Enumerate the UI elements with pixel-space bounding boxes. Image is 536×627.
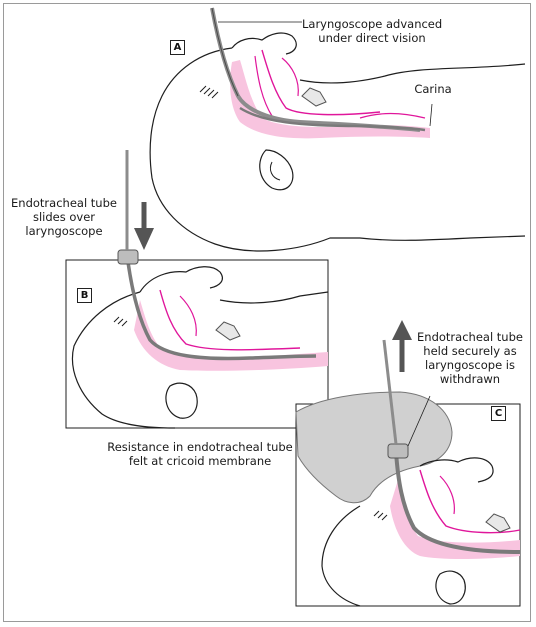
label-ett-slides-line2: slides over — [32, 210, 96, 224]
label-laryngoscope-advanced-line2: under direct vision — [318, 31, 426, 45]
label-ett-held: Endotracheal tube held securely as laryn… — [414, 330, 526, 386]
leader-ett-held — [407, 395, 431, 447]
label-resistance: Resistance in endotracheal tube felt at … — [102, 440, 298, 468]
label-ett-held-line4: withdrawn — [439, 372, 501, 386]
label-laryngoscope-advanced: Laryngoscope advanced under direct visio… — [302, 17, 442, 45]
panel-c-label: C — [491, 406, 506, 421]
label-ett-held-line3: laryngoscope is — [425, 358, 515, 372]
label-resistance-line1: Resistance in endotracheal tube — [107, 440, 293, 454]
down-arrow-icon — [134, 202, 154, 250]
panel-a-illustration — [149, 7, 526, 252]
panel-b-label: B — [77, 288, 92, 303]
label-ett-held-line2: held securely as — [423, 344, 517, 358]
label-ett-slides: Endotracheal tube slides over laryngosco… — [10, 196, 118, 238]
label-ett-held-line1: Endotracheal tube — [417, 330, 523, 344]
leader-carina — [429, 103, 433, 127]
label-resistance-line2: felt at cricoid membrane — [128, 454, 272, 468]
panel-b-illustration — [65, 150, 329, 429]
panel-c-illustration — [295, 339, 521, 607]
label-ett-slides-line1: Endotracheal tube — [11, 196, 117, 210]
panel-a-label: A — [170, 40, 185, 55]
label-ett-slides-line3: laryngoscope — [25, 224, 103, 238]
label-carina: Carina — [414, 82, 452, 96]
label-laryngoscope-advanced-line1: Laryngoscope advanced — [302, 17, 443, 31]
up-arrow-icon — [392, 320, 412, 372]
